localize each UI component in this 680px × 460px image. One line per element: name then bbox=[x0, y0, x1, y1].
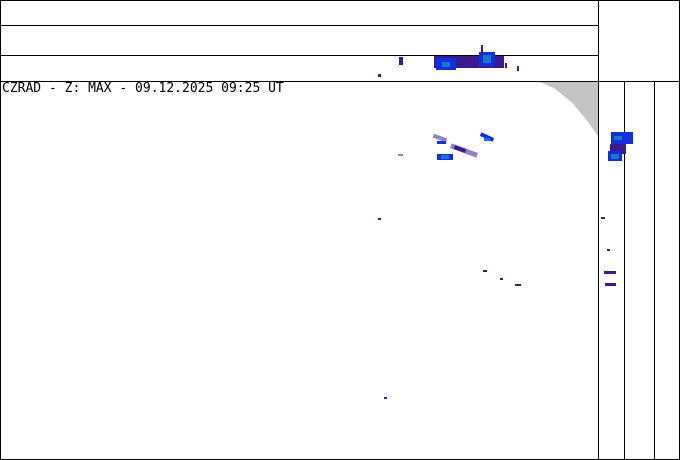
radar-title: CZRAD - Z: MAX - 09.12.2025 09:25 UT bbox=[2, 81, 284, 96]
out-of-range-area bbox=[540, 82, 598, 136]
